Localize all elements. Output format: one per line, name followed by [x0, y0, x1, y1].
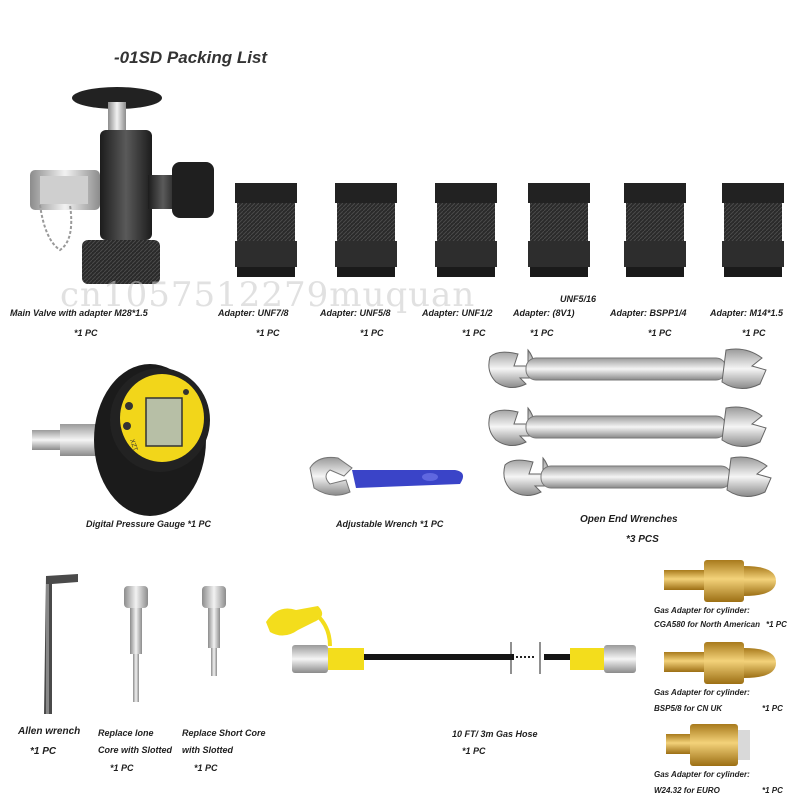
short-core-label-1: Replace Short Core — [182, 728, 266, 738]
short-core-qty: *1 PC — [194, 763, 218, 773]
adapter-qty: *1 PC — [462, 328, 486, 338]
adapters-images — [235, 183, 784, 277]
open-end-wrenches-label: Open End Wrenches — [580, 514, 678, 525]
allen-wrench-qty: *1 PC — [30, 746, 57, 757]
adapter-label: Adapter: UNF1/2 — [422, 308, 493, 318]
adapter-label: Adapter: UNF5/8 — [320, 308, 391, 318]
long-core-qty: *1 PC — [110, 763, 134, 773]
gas-adapter-qty: *1 PC — [766, 620, 787, 629]
adapter-label-top: UNF5/16 — [560, 294, 597, 304]
main-valve-qty: *1 PC — [74, 328, 98, 338]
long-core-image — [124, 586, 148, 702]
open-end-wrenches-image — [488, 348, 772, 497]
page-title: -01SD Packing List — [114, 48, 268, 67]
adapter-label: Adapter: UNF7/8 — [218, 308, 289, 318]
gas-adapter-label-1: Gas Adapter for cylinder: — [654, 688, 750, 697]
adapter-label: Adapter: BSPP1/4 — [610, 308, 687, 318]
adjustable-wrench-image — [309, 457, 464, 496]
adapter-qty: *1 PC — [360, 328, 384, 338]
gas-adapter-qty: *1 PC — [762, 704, 783, 713]
adapter-label: Adapter: (8V1) — [513, 308, 575, 318]
gas-hose-label: 10 FT/ 3m Gas Hose — [452, 729, 538, 739]
gas-adapters-images — [664, 560, 776, 766]
gas-adapter-label-1: Gas Adapter for cylinder: — [654, 606, 750, 615]
gas-adapter-label-1: Gas Adapter for cylinder: — [654, 770, 750, 779]
short-core-image — [202, 586, 226, 676]
adjustable-wrench-label: Adjustable Wrench *1 PC — [336, 519, 444, 529]
watermark: cn1057512279muquan — [60, 275, 476, 315]
short-core-label-2: with Slotted — [182, 745, 233, 755]
allen-wrench-image — [44, 574, 78, 714]
svg-text:XZT: XZT — [128, 438, 139, 452]
adapter-qty: *1 PC — [256, 328, 280, 338]
gas-adapter-label-2: W24.32 for EURO — [654, 786, 720, 795]
allen-wrench-label: Allen wrench — [18, 726, 81, 737]
gas-hose-image — [266, 606, 636, 674]
main-valve-image — [30, 87, 214, 284]
gas-hose-qty: *1 PC — [462, 746, 486, 756]
adapter-qty: *1 PC — [530, 328, 554, 338]
gas-adapter-label-2: BSP5/8 for CN UK — [654, 704, 723, 713]
gauge-image: XZT — [32, 364, 210, 516]
main-valve-label: Main Valve with adapter M28*1.5 — [10, 308, 148, 318]
open-end-wrenches-qty: *3 PCS — [626, 534, 659, 545]
adapter-qty: *1 PC — [742, 328, 766, 338]
gas-adapter-label-2: CGA580 for North American — [654, 620, 760, 629]
adapter-label: Adapter: M14*1.5 — [710, 308, 784, 318]
long-core-label-2: Core with Slotted — [98, 745, 172, 755]
gas-adapter-qty: *1 PC — [762, 786, 783, 795]
long-core-label-1: Replace lone — [98, 728, 154, 738]
gauge-label: Digital Pressure Gauge *1 PC — [86, 519, 212, 529]
adapter-qty: *1 PC — [648, 328, 672, 338]
